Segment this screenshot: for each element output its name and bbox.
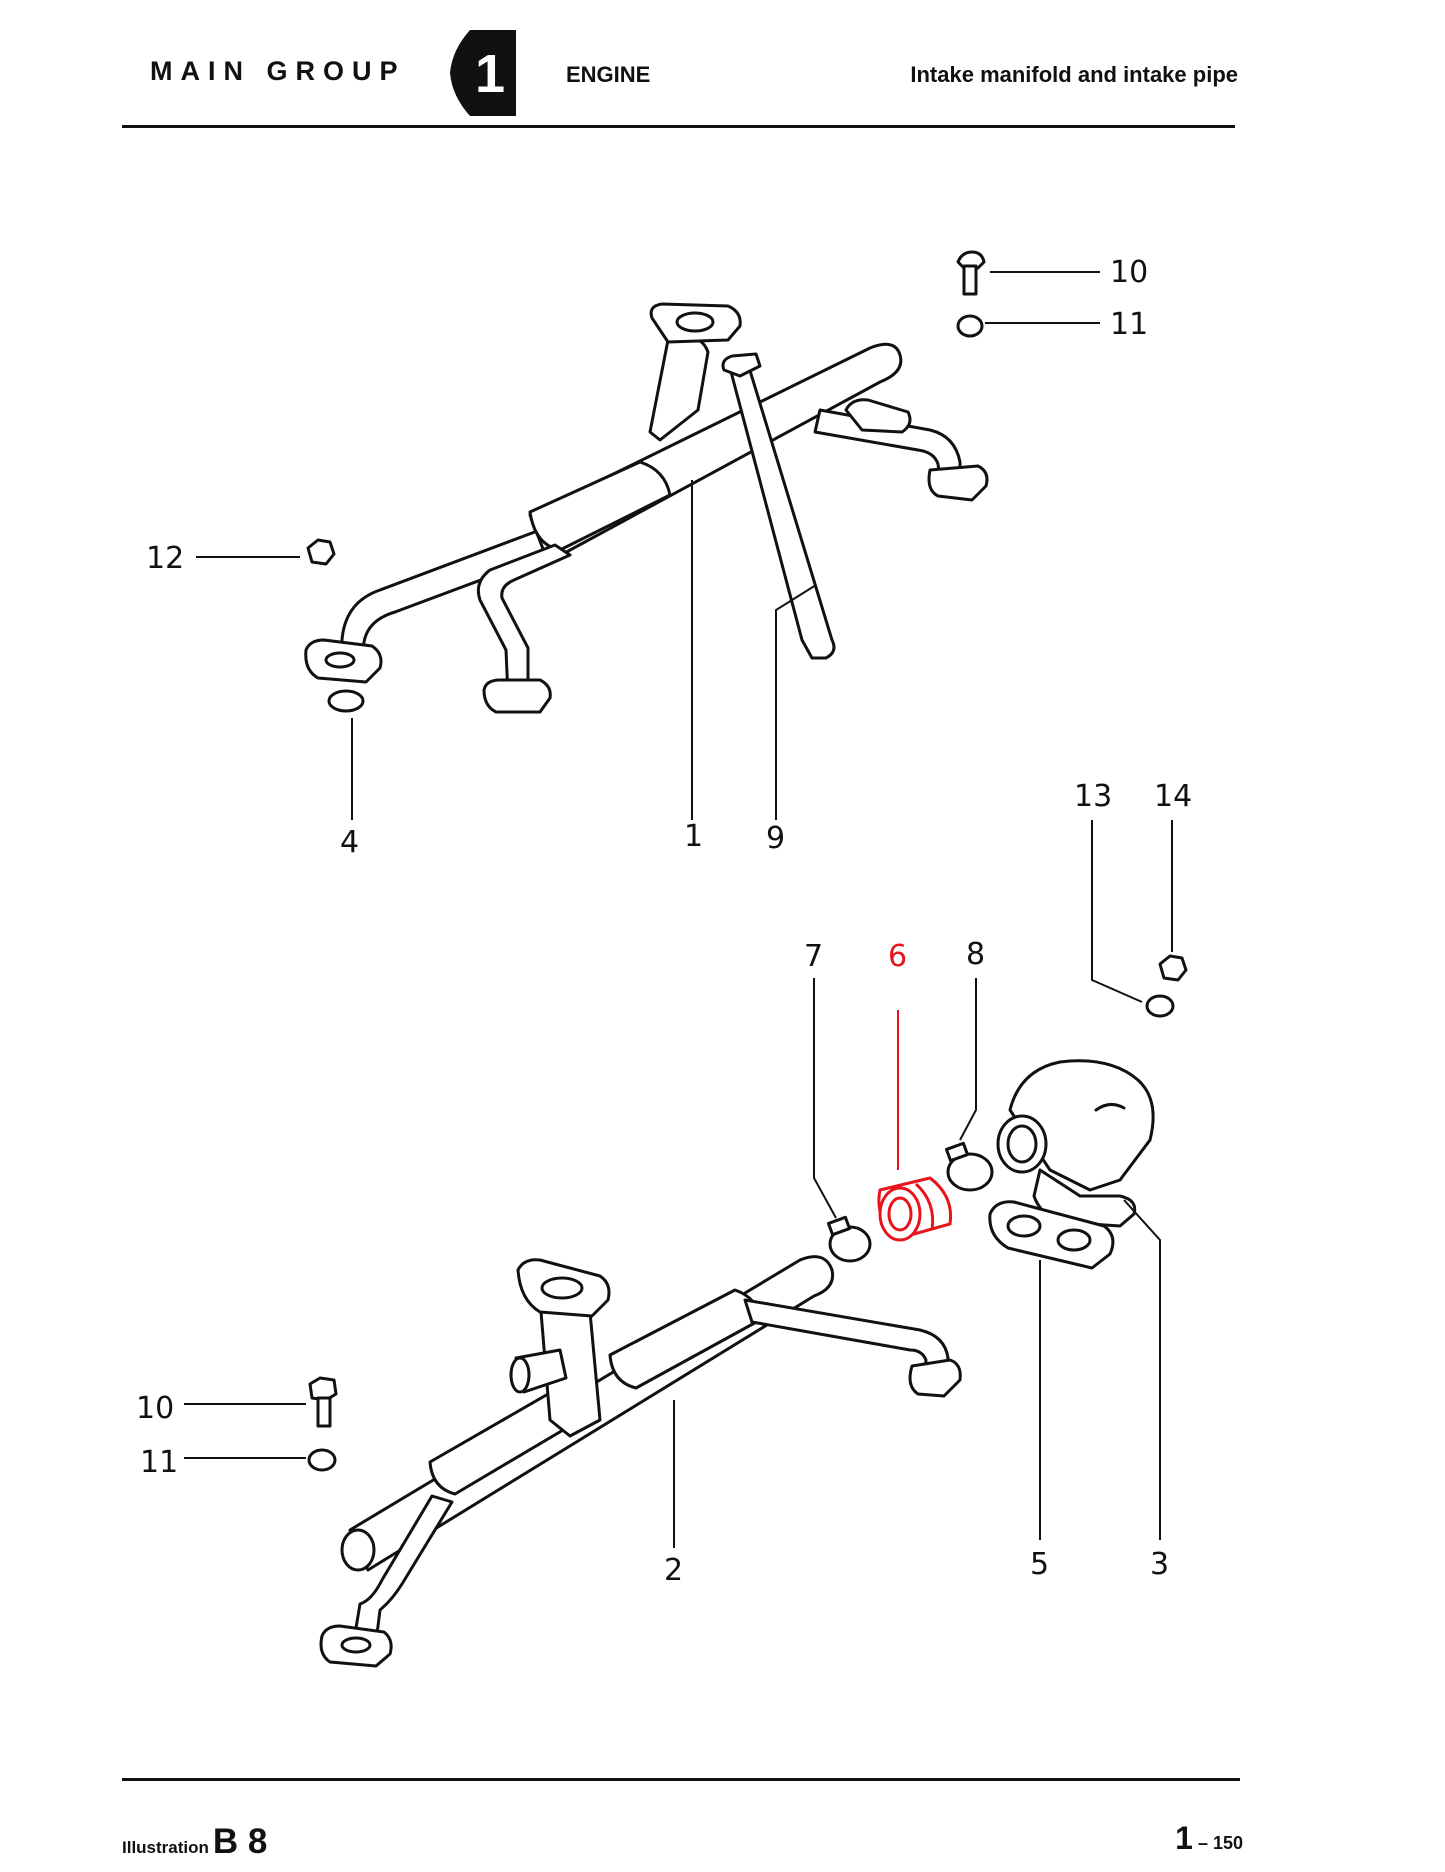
intake-pipe-part <box>319 1255 962 1668</box>
page-minor: 150 <box>1212 1833 1243 1853</box>
main-group-label: MAIN GROUP <box>150 56 406 86</box>
flange-gasket-part <box>327 689 365 713</box>
callout-10-lower: 10 <box>136 1391 174 1426</box>
nut-housing-part <box>1158 954 1188 982</box>
callout-10-upper: 10 <box>1110 255 1148 290</box>
callout-2: 2 <box>664 1553 683 1588</box>
footer-rule <box>122 1778 1240 1781</box>
callout-9: 9 <box>766 821 785 856</box>
bolt-upper-part <box>956 250 986 296</box>
illustration-label: Illustration <box>122 1838 209 1857</box>
callout-14: 14 <box>1154 779 1192 814</box>
rubber-sleeve-part-highlighted <box>877 1176 953 1242</box>
intake-manifold-part <box>304 302 989 714</box>
illustration-code: B 8 <box>212 1822 268 1861</box>
callout-13: 13 <box>1074 779 1112 814</box>
callout-7: 7 <box>804 939 823 974</box>
bracket-part <box>721 352 836 660</box>
page-number: 1 – 150 <box>1175 1820 1243 1856</box>
washer-lower-part <box>307 1448 337 1472</box>
intake-housing-part <box>996 1059 1155 1228</box>
section-label: ENGINE <box>566 62 651 87</box>
page-major: 1 <box>1175 1820 1193 1856</box>
bolt-lower-part <box>308 1376 338 1428</box>
group-number: 1 <box>475 44 505 104</box>
callout-11-upper: 11 <box>1110 307 1148 342</box>
callout-1: 1 <box>684 819 703 854</box>
callout-4: 4 <box>340 825 359 860</box>
callout-11-lower: 11 <box>140 1445 178 1480</box>
hose-clamp-left-part <box>826 1215 872 1263</box>
callout-12: 12 <box>146 541 184 576</box>
page-title: Intake manifold and intake pipe <box>910 62 1238 87</box>
washer-upper-part <box>956 314 984 338</box>
intake-gasket-part <box>988 1200 1115 1270</box>
callout-8: 8 <box>966 937 985 972</box>
group-number-badge: 1 <box>450 30 516 116</box>
header-rule <box>122 125 1235 128</box>
leader-lines <box>184 271 1173 1548</box>
callout-6-highlighted: 6 <box>888 939 907 974</box>
hose-clamp-right-part <box>944 1141 994 1192</box>
washer-housing-part <box>1145 994 1175 1018</box>
callout-labels: 10 11 12 4 1 9 13 14 7 6 8 10 11 2 5 3 <box>136 255 1192 1588</box>
callout-5: 5 <box>1030 1547 1049 1582</box>
callout-3: 3 <box>1150 1547 1169 1582</box>
nut-left-part <box>306 538 336 566</box>
